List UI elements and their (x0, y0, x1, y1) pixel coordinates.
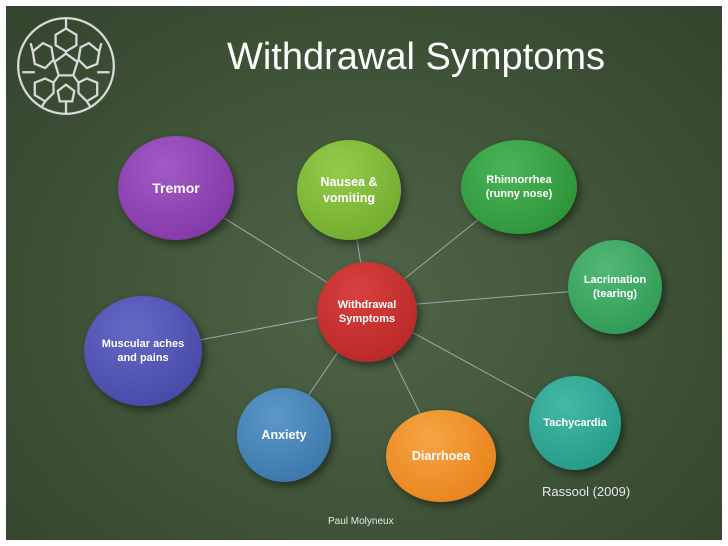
node-diarrhoea: Diarrhoea (386, 410, 496, 502)
node-lacrimation: Lacrimation (tearing) (568, 240, 662, 334)
footer-author: Paul Molyneux (328, 516, 394, 527)
node-label: Nausea & vomiting (320, 174, 378, 205)
node-muscular: Muscular aches and pains (84, 296, 202, 406)
node-center: Withdrawal Symptoms (317, 262, 417, 362)
node-label: Muscular aches and pains (101, 337, 185, 364)
node-label: Rhinnorrhea (runny nose) (485, 173, 553, 200)
node-anxiety: Anxiety (237, 388, 331, 482)
center-label: Withdrawal Symptoms (337, 298, 397, 325)
node-rhinnorrhea: Rhinnorrhea (runny nose) (461, 140, 577, 234)
node-nausea: Nausea & vomiting (297, 140, 401, 240)
node-label: Diarrhoea (411, 448, 471, 463)
slide: Withdrawal Symptoms Tremor Nausea & vomi… (6, 6, 722, 540)
node-label: Tremor (152, 179, 200, 196)
node-label: Anxiety (261, 427, 307, 442)
node-label: Tachycardia (543, 416, 607, 429)
node-tremor: Tremor (118, 136, 234, 240)
citation: Rassool (2009) (542, 484, 631, 499)
slide-title: Withdrawal Symptoms (227, 36, 605, 78)
node-label: Lacrimation (tearing) (583, 273, 647, 300)
node-tachycardia: Tachycardia (529, 376, 621, 470)
geodesic-sphere-icon (17, 17, 115, 115)
